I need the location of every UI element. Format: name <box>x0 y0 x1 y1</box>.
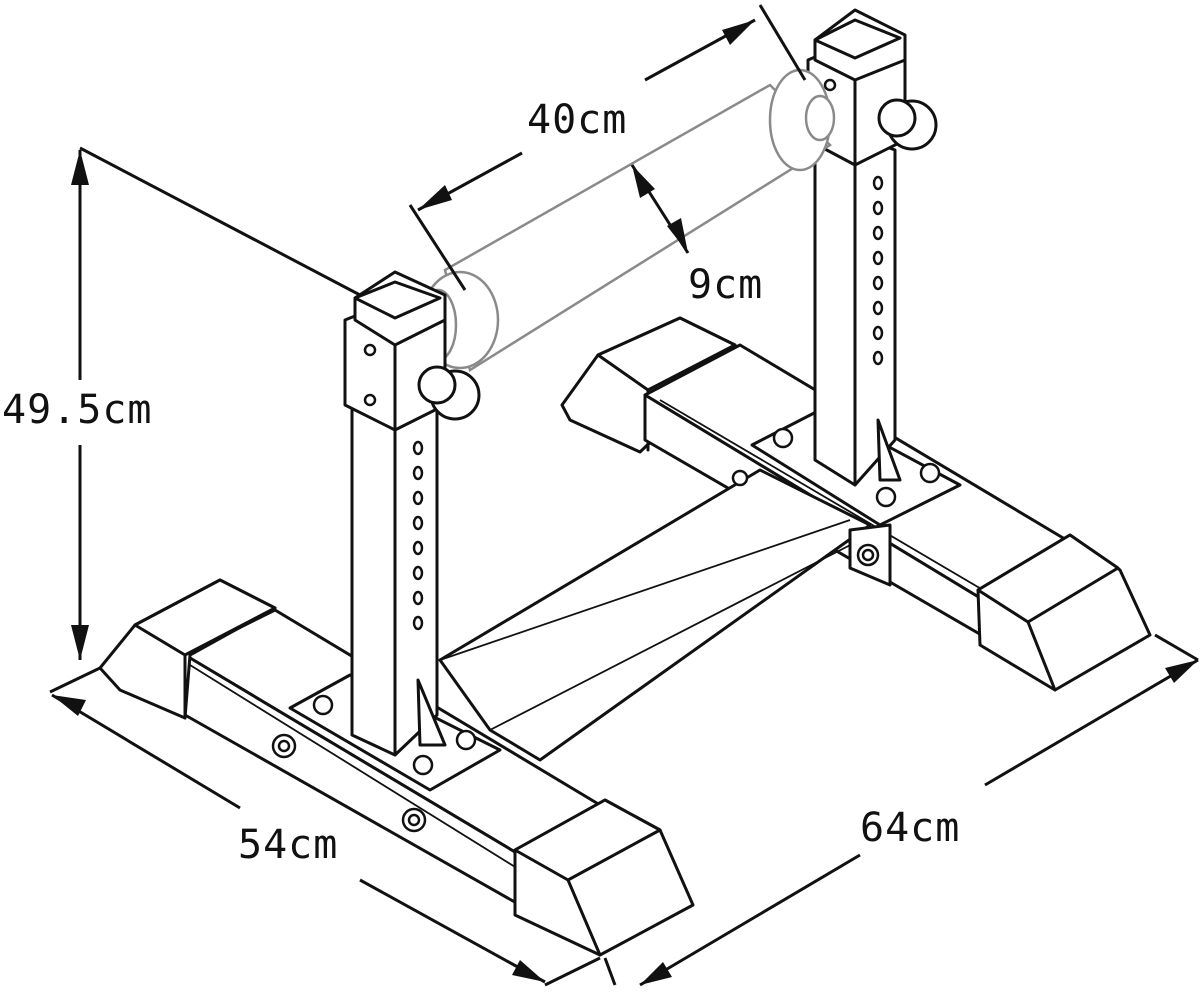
dim-base-depth <box>603 633 1199 987</box>
right-upright-sleeve <box>806 8 907 167</box>
height-label: 49.5cm <box>2 387 153 433</box>
right-knob-icon <box>877 98 938 151</box>
dim-roller-length <box>408 4 807 291</box>
left-knob-icon <box>417 365 481 421</box>
left-foot-front-cap <box>513 798 695 957</box>
left-upright <box>350 393 447 757</box>
right-plate-nuts <box>731 427 941 508</box>
base-depth-label: 64cm <box>860 805 961 851</box>
left-upright-holes <box>412 440 424 631</box>
dim-height <box>71 146 361 660</box>
center-beam <box>438 468 872 762</box>
roller-diameter-label: 9cm <box>688 262 764 308</box>
dim-roller-diameter <box>630 164 690 254</box>
right-upright <box>813 133 902 487</box>
right-upright-holes <box>872 175 884 366</box>
dim-base-width <box>49 666 601 987</box>
left-upright-sleeve <box>343 270 447 432</box>
right-foot-front-cap <box>976 533 1152 692</box>
roller-length-label: 40cm <box>527 97 628 143</box>
base-width-label: 54cm <box>238 822 339 868</box>
left-foot-rear-cap <box>98 578 277 720</box>
